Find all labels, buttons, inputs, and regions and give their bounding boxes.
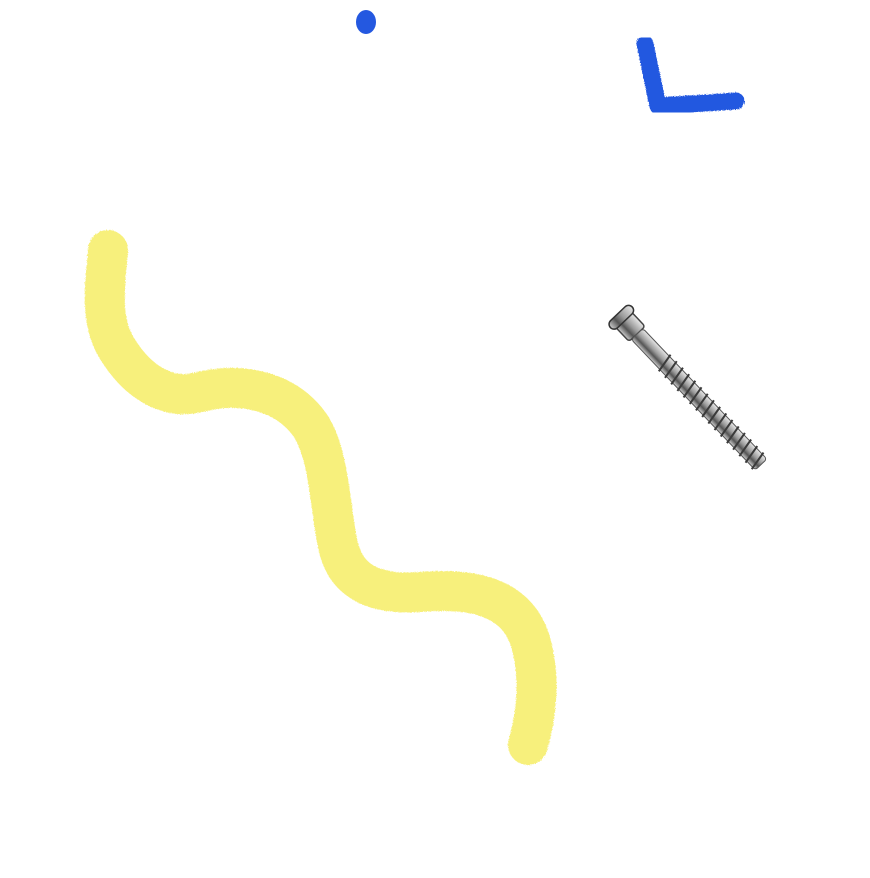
screw-thread	[676, 373, 690, 392]
screw-thread	[701, 399, 715, 418]
screw-thread	[738, 438, 752, 457]
screw-thread	[744, 445, 759, 464]
check-corner-icon	[636, 35, 745, 115]
screw-thread	[682, 380, 697, 398]
screw-thread	[726, 425, 740, 444]
screw-thread	[664, 360, 678, 379]
screw-icon	[608, 304, 767, 470]
dot-icon	[356, 10, 376, 34]
screw-thread	[657, 354, 672, 372]
squiggle-icon	[84, 230, 557, 765]
screw-thread	[719, 419, 734, 438]
screw-thread	[695, 393, 709, 412]
screw-thread	[713, 412, 728, 431]
screw-thread	[670, 367, 684, 385]
screw-thread	[750, 451, 765, 470]
screw-thread	[688, 386, 703, 405]
screw-thread	[732, 432, 746, 451]
screw-thread	[707, 406, 721, 425]
